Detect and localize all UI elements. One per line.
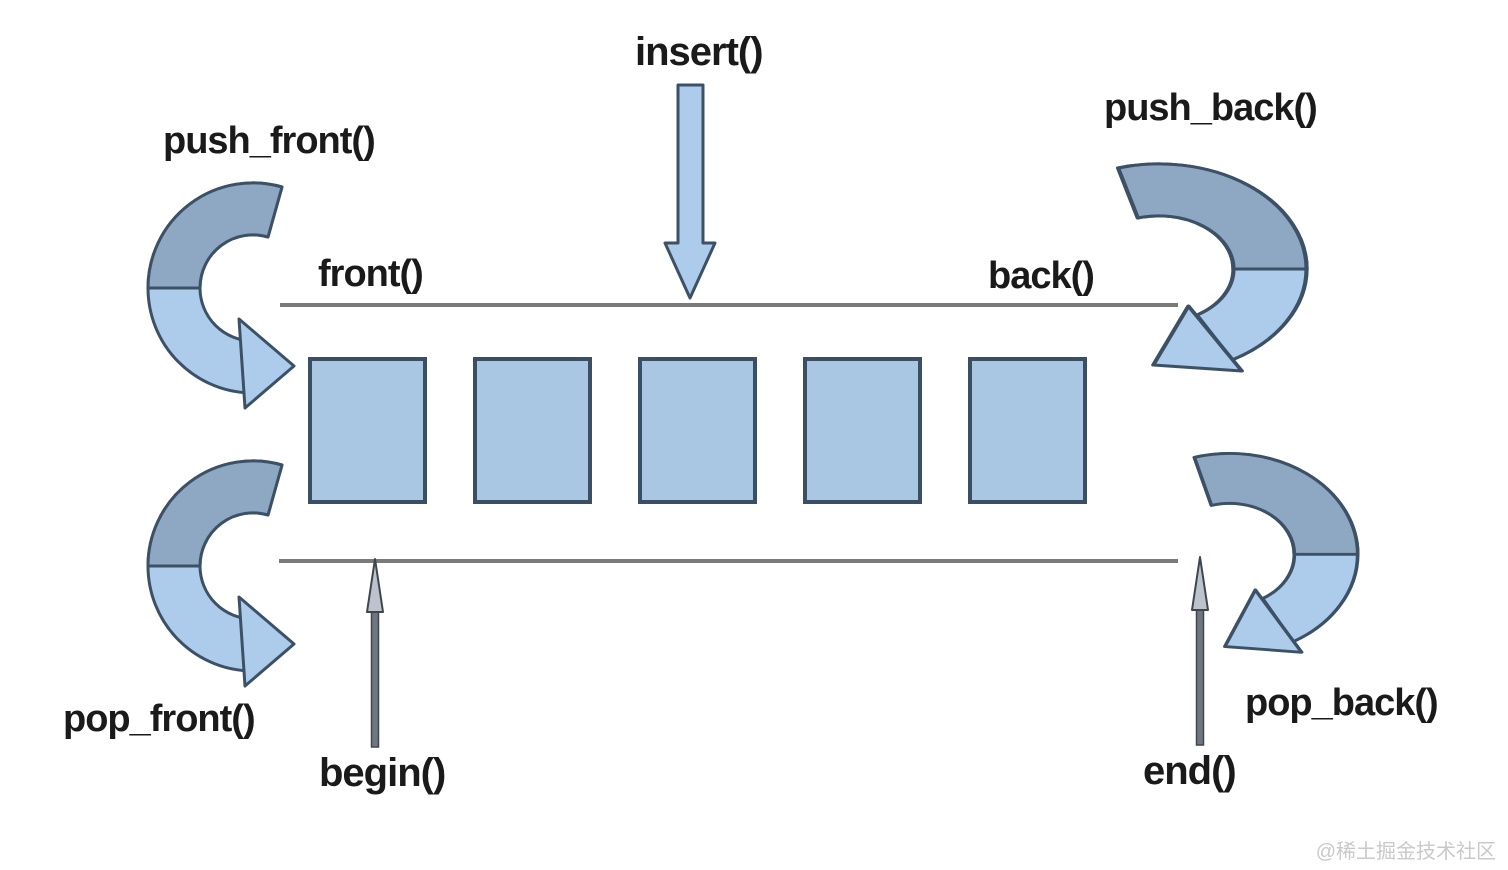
push-back-arrow xyxy=(1116,162,1309,373)
pop-back-arrow xyxy=(1192,452,1360,654)
deque-box xyxy=(803,357,922,504)
begin-label: begin() xyxy=(319,751,446,795)
deque-box xyxy=(968,357,1087,504)
watermark: @稀土掘金技术社区 xyxy=(1315,841,1496,863)
begin-arrow xyxy=(366,558,384,748)
bottom-line xyxy=(279,559,1178,563)
end-arrow xyxy=(1191,556,1209,746)
deque-box xyxy=(473,357,592,504)
push-front-label: push_front() xyxy=(163,120,376,162)
push-back-label: push_back() xyxy=(1104,87,1318,129)
back-label: back() xyxy=(988,255,1095,297)
front-label: front() xyxy=(318,253,424,295)
deque-boxes xyxy=(308,357,1087,504)
pop-back-label: pop_back() xyxy=(1245,682,1439,724)
top-line xyxy=(280,303,1178,307)
end-label: end() xyxy=(1143,749,1237,793)
insert-arrow xyxy=(663,83,717,300)
pop-front-label: pop_front() xyxy=(63,698,256,740)
deque-box xyxy=(308,357,427,504)
deque-box xyxy=(638,357,757,504)
push-front-arrow xyxy=(146,181,296,410)
pop-front-arrow xyxy=(146,459,296,688)
insert-label: insert() xyxy=(635,30,764,74)
